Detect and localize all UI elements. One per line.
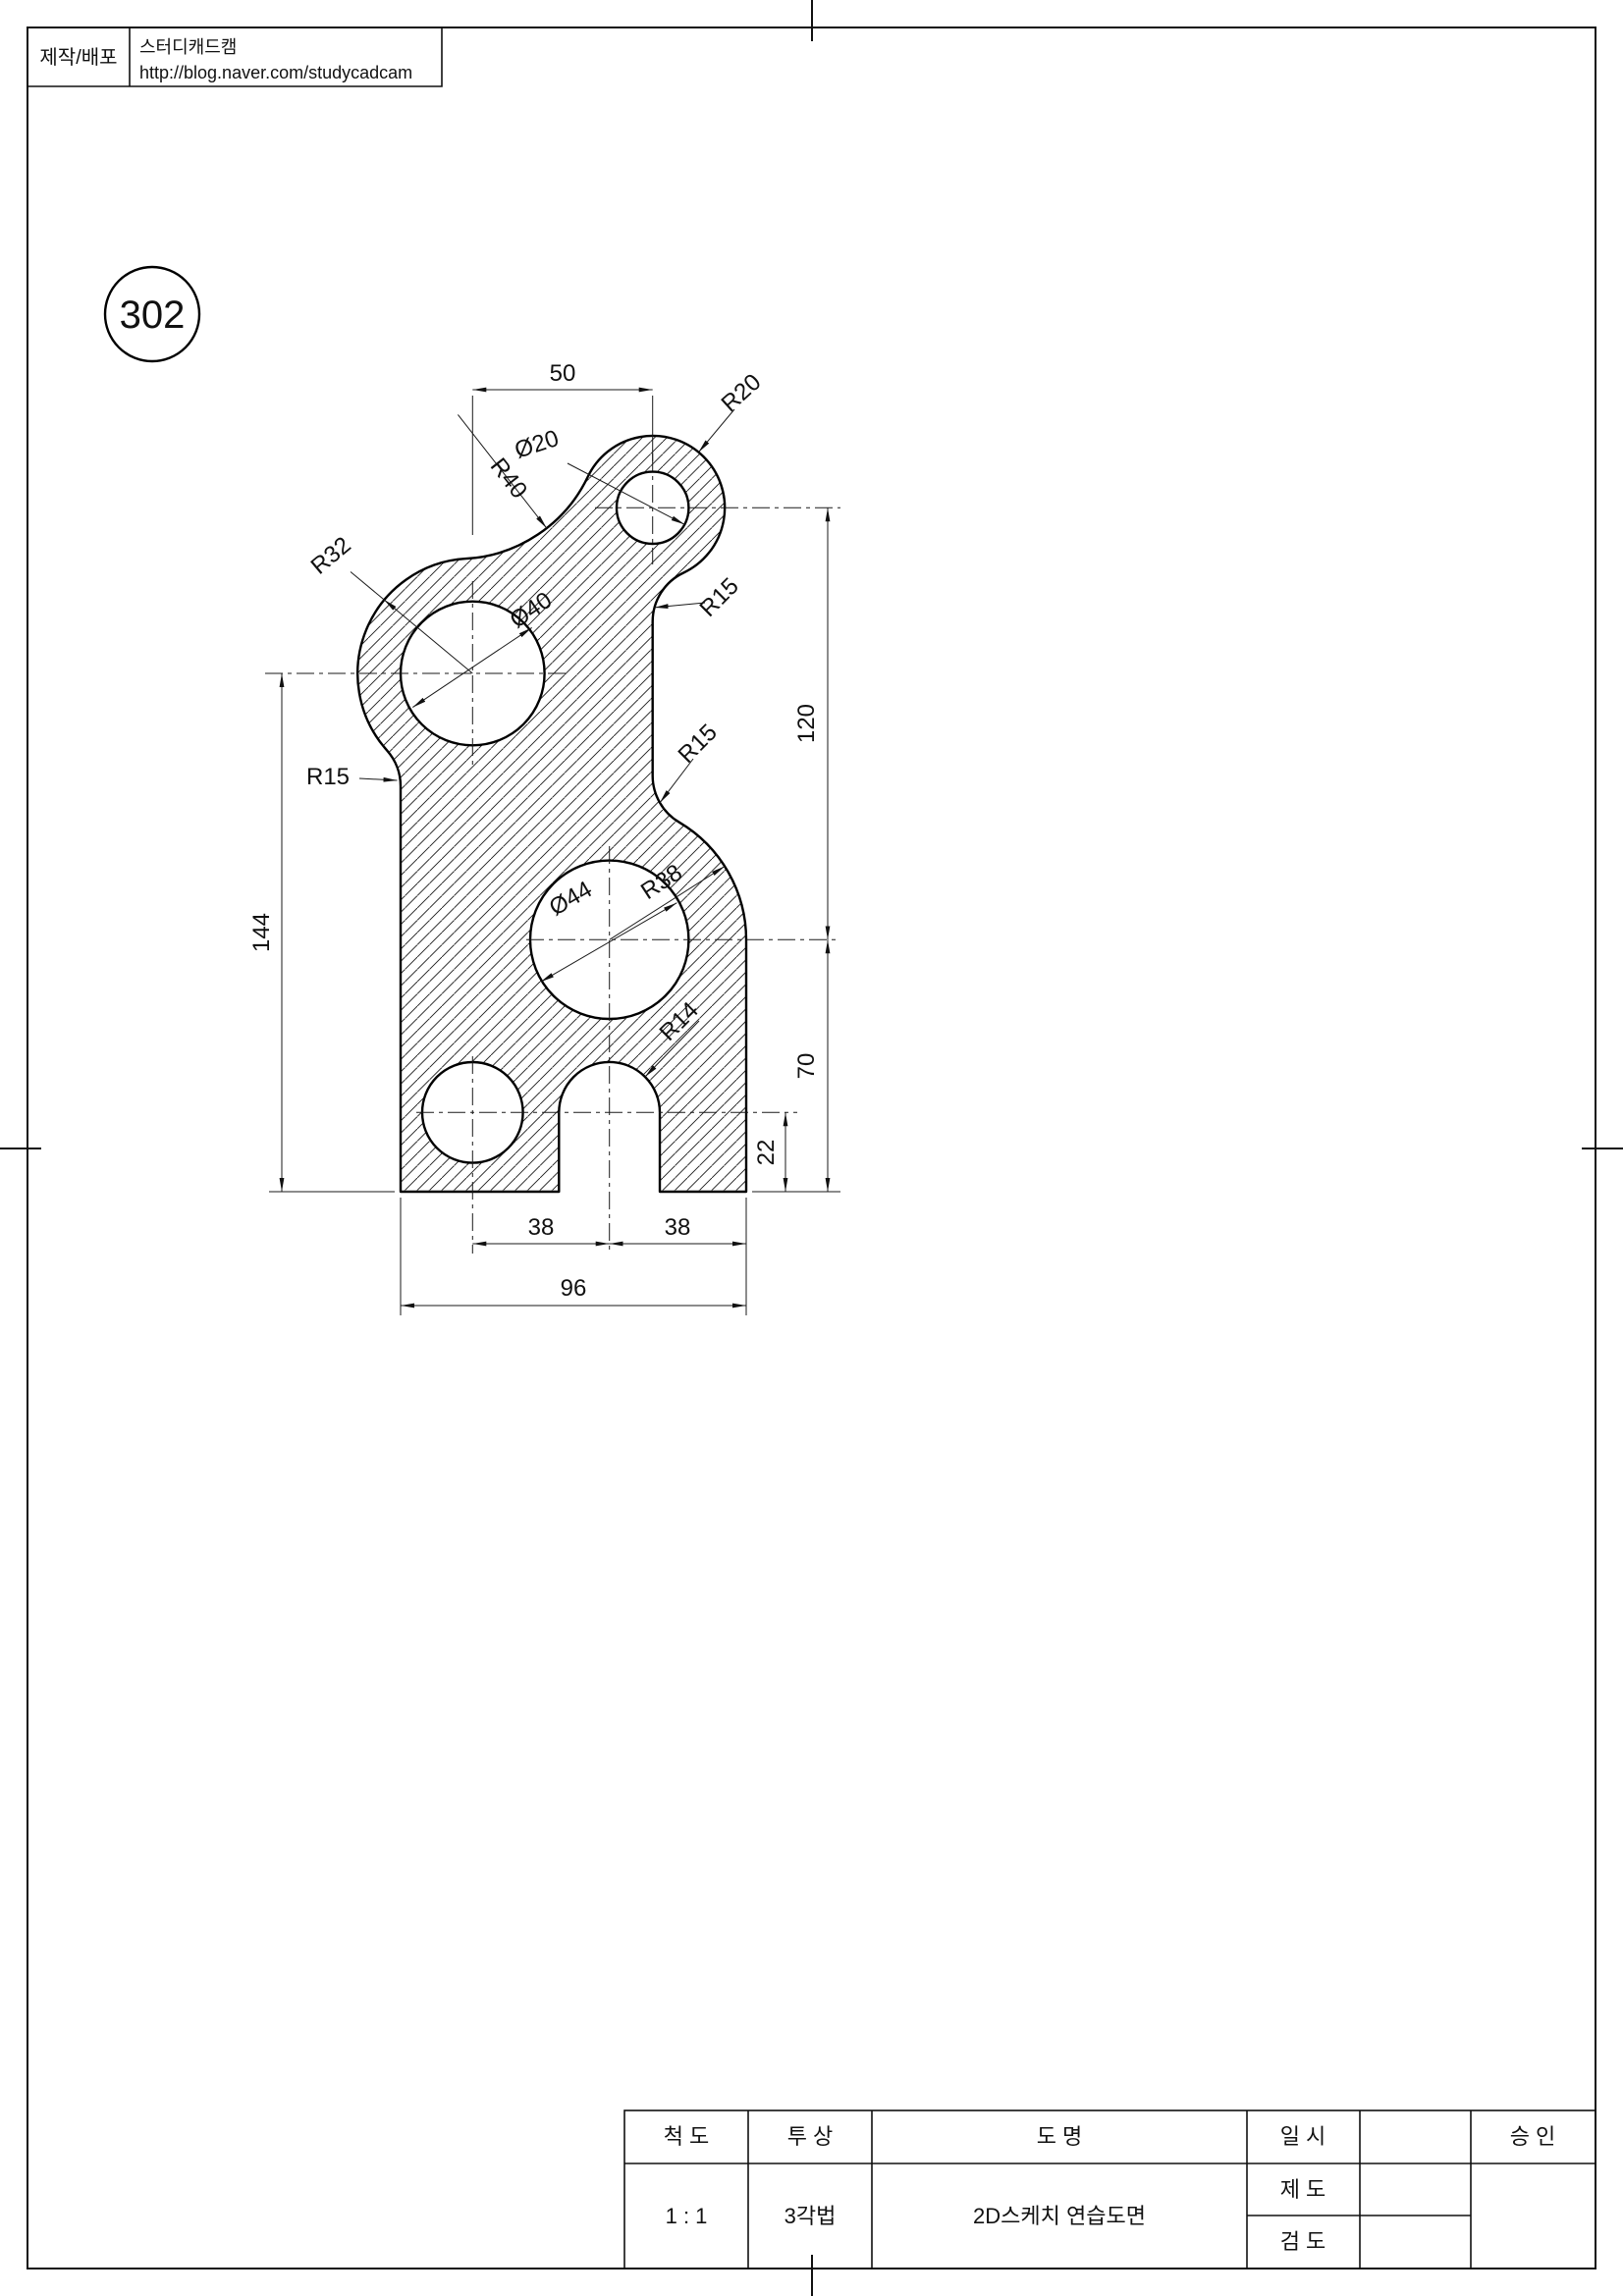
- dim-38b: 38: [665, 1214, 691, 1241]
- header-box-lines: [27, 27, 443, 87]
- tb-projection-label: 투 상: [787, 2124, 834, 2149]
- label-r20: R20: [717, 369, 767, 418]
- tb-approve-label: 승 인: [1510, 2124, 1556, 2149]
- leader-dia44: [540, 902, 677, 983]
- leader-r32-outer: [350, 571, 385, 601]
- tb-scale-label: 척 도: [664, 2124, 710, 2149]
- drawing-number-badge: 302: [103, 265, 201, 363]
- dim-50: 50: [550, 360, 576, 387]
- part-view: [356, 434, 748, 1194]
- label-r32: R32: [306, 532, 356, 580]
- dim-22: 22: [753, 1140, 780, 1166]
- badge-circle: [103, 265, 201, 363]
- leader-dia20: [567, 462, 685, 525]
- title-block-rows: [624, 2163, 1596, 2216]
- tb-draft-label: 제 도: [1280, 2177, 1326, 2202]
- title-block-outline: [623, 2109, 1596, 2269]
- title-block-columns: [747, 2110, 1472, 2269]
- label-dia20: Ø20: [512, 425, 562, 464]
- tb-name-value: 2D스케치 연습도면: [973, 2204, 1146, 2228]
- border-frame: [27, 27, 1596, 2269]
- leader-r15-top: [654, 602, 706, 609]
- header-box: 제작/배포 스터디캐드캠 http://blog.naver.com/study…: [27, 27, 443, 87]
- hole-dia20: [615, 470, 690, 546]
- drawing-number: 302: [120, 294, 186, 337]
- leader-r15-right: [659, 758, 694, 804]
- dimensions: 50 120 70 22 144 38 38 96: [248, 360, 831, 1308]
- tb-name-label: 도 명: [1037, 2124, 1083, 2149]
- tb-check-label: 검 도: [1280, 2229, 1326, 2254]
- part-hatch-fill: [357, 435, 746, 1192]
- header-label: 제작/배포: [39, 46, 117, 69]
- brand-text: 스터디캐드캠: [139, 37, 237, 57]
- tb-projection-value: 3각법: [784, 2204, 837, 2228]
- label-r15-left: R15: [306, 764, 350, 790]
- leader-dia40: [412, 626, 532, 709]
- leader-r38: [609, 866, 726, 940]
- dim-144: 144: [248, 913, 275, 952]
- tb-date-label: 일 시: [1280, 2124, 1326, 2149]
- leader-r14: [644, 1020, 700, 1078]
- extension-lines: [269, 396, 840, 1315]
- dim-38a: 38: [528, 1214, 555, 1241]
- leader-r15-left: [358, 776, 398, 782]
- url-text: http://blog.naver.com/studycadcam: [139, 63, 412, 82]
- label-r15-right: R15: [674, 720, 723, 769]
- dim-96: 96: [561, 1275, 587, 1302]
- tb-scale-value: 1 : 1: [666, 2204, 708, 2228]
- title-block: 척 도 투 상 도 명 일 시 승 인 1 : 1 3각법 2D스케치 연습도면…: [623, 2109, 1596, 2269]
- dim-70: 70: [793, 1053, 820, 1080]
- leader-r40: [458, 414, 548, 529]
- leader-r20: [698, 408, 735, 454]
- label-r15-top: R15: [695, 573, 744, 622]
- dim-120: 120: [793, 704, 820, 743]
